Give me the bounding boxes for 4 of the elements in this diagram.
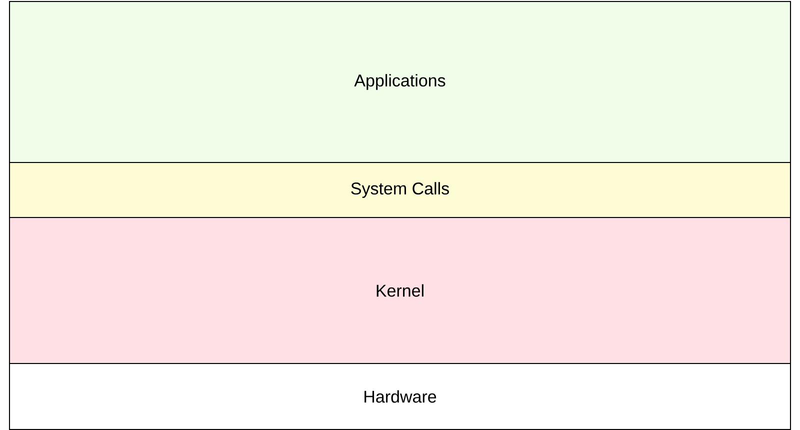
layer-band: System Calls (9, 162, 791, 218)
layer-band: Kernel (9, 216, 791, 364)
layer-band: Applications (9, 1, 791, 163)
layer-band: Hardware (9, 362, 791, 430)
